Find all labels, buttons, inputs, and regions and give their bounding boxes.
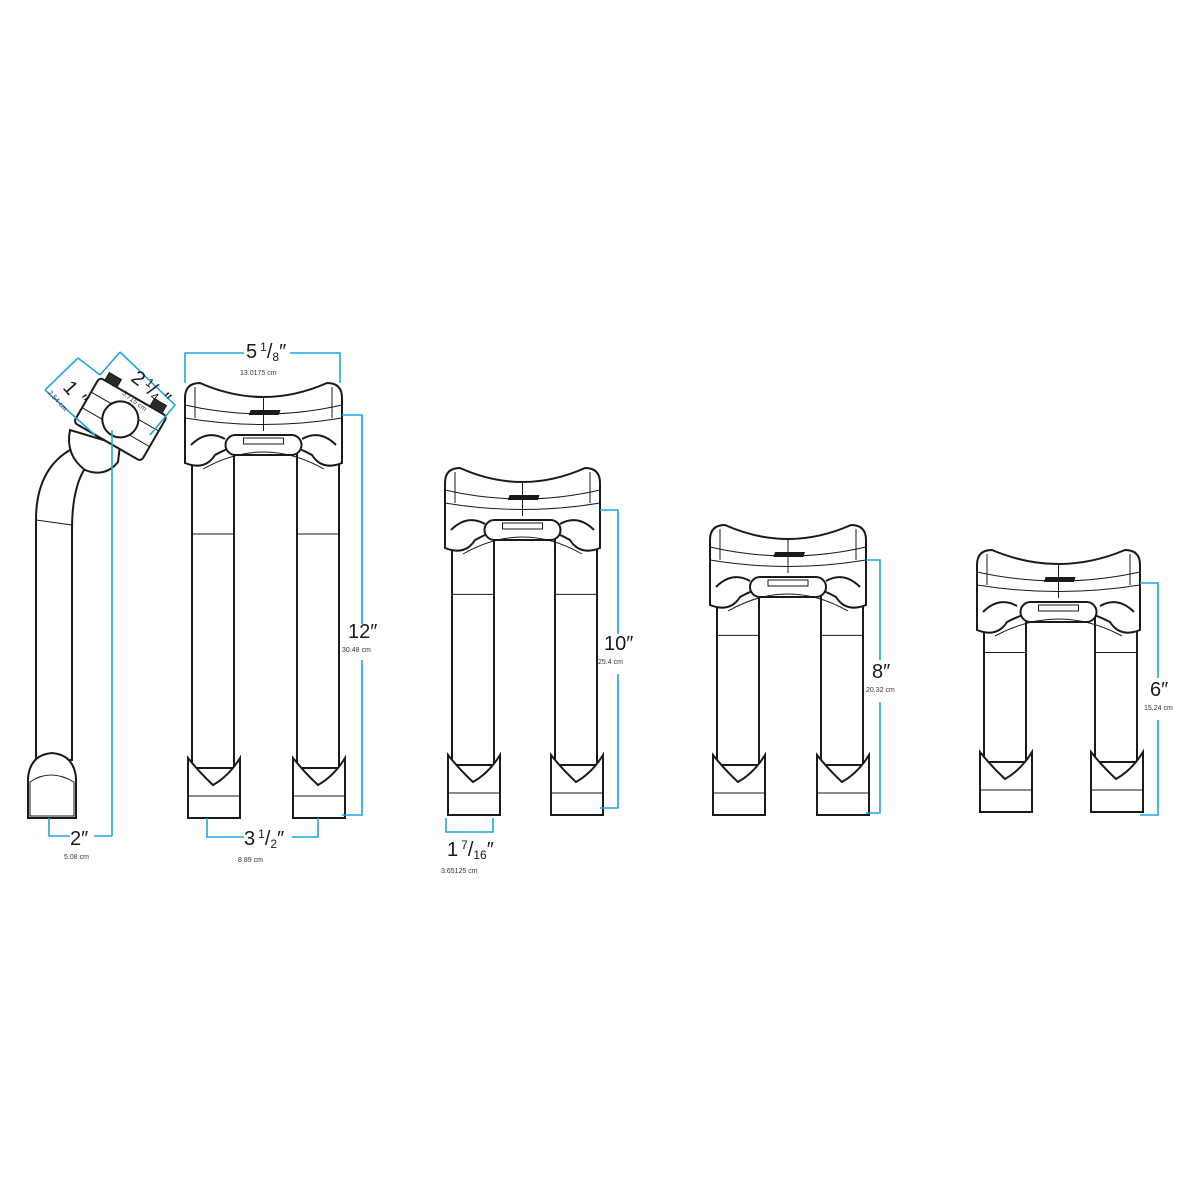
dim-unit: ″ <box>81 828 88 850</box>
dim-den: 8 <box>272 350 279 364</box>
dim-den: 2 <box>270 837 277 851</box>
riser-foot <box>187 754 241 819</box>
riser-foot <box>979 748 1033 813</box>
brand-logo <box>507 495 540 500</box>
riser-10in <box>444 466 604 816</box>
dim-value: 2 <box>70 828 81 850</box>
dim-num: 7 <box>461 838 468 852</box>
svg-text:8″: 8″ <box>872 661 890 683</box>
dim-den: 16 <box>473 848 487 862</box>
side-clamp <box>74 371 168 461</box>
svg-text:2″: 2″ <box>70 828 88 850</box>
label-height-6: 6″ 15.24 cm <box>1144 679 1173 712</box>
dim-value: 1 <box>58 377 82 400</box>
dim-num: 1 <box>258 827 265 841</box>
svg-text:10″: 10″ <box>604 633 633 655</box>
riser-top-clamp <box>184 381 343 470</box>
svg-text:6″: 6″ <box>1150 679 1168 701</box>
riser-post <box>451 527 495 766</box>
riser-post <box>296 442 340 769</box>
riser-post <box>716 584 760 766</box>
svg-text:31/2″: 31/2″ <box>244 827 284 851</box>
dim-cm: 8.89 cm <box>238 857 263 864</box>
riser-top-clamp <box>444 466 601 555</box>
riser-foot <box>292 754 346 819</box>
riser-foot <box>447 751 501 816</box>
dim-unit: ″ <box>1161 679 1168 701</box>
dim-cm: 25.4 cm <box>598 659 623 666</box>
riser-top-clamp <box>709 523 867 612</box>
riser-foot <box>550 751 604 816</box>
dim-value: 1 <box>447 839 458 861</box>
brand-logo <box>248 410 281 415</box>
dim-value: 8 <box>872 661 883 683</box>
riser-foot <box>712 751 766 816</box>
riser-post <box>983 609 1027 763</box>
side-view-riser <box>27 371 168 836</box>
riser-post <box>1094 609 1138 763</box>
svg-text:51/8″: 51/8″ <box>246 340 286 364</box>
brand-logo <box>773 552 806 557</box>
dim-unit: ″ <box>277 828 284 850</box>
dim-num: 1 <box>260 340 267 354</box>
dim-value: 5 <box>246 341 257 363</box>
riser-post <box>191 442 235 769</box>
label-height-10: 10″25.4 cm <box>598 633 633 666</box>
label-height-12: 12″ 30.48 cm <box>342 621 377 654</box>
dim-value: 6 <box>1150 679 1161 701</box>
dim-value: 10 <box>604 633 626 655</box>
dim-unit: ″ <box>487 839 494 861</box>
dim-cm: 13.0175 cm <box>240 370 277 377</box>
svg-text:12″: 12″ <box>348 621 377 643</box>
dimension-lines <box>44 351 1159 838</box>
dim-cm: 5.08 cm <box>64 854 89 861</box>
riser-foot <box>816 751 870 816</box>
dim-value: 12 <box>348 621 370 643</box>
riser-post <box>820 584 864 766</box>
riser-6in <box>976 548 1144 813</box>
dim-cm: 30.48 cm <box>342 647 371 654</box>
dim-unit: ″ <box>626 633 633 655</box>
svg-text:17/16″: 17/16″ <box>447 838 494 862</box>
dim-unit: ″ <box>279 341 286 363</box>
riser-top-clamp <box>976 548 1141 637</box>
riser-post <box>554 527 598 766</box>
riser-12in <box>184 381 346 819</box>
label-pullback: 2″ 5.08 cm <box>64 828 89 861</box>
dim-cm: 20.32 cm <box>866 687 895 694</box>
label-height-8: 8″ 20.32 cm <box>866 661 895 694</box>
dim-value: 3 <box>244 828 255 850</box>
dim-cm: 3.65125 cm <box>441 868 478 875</box>
dim-unit: ″ <box>370 621 377 643</box>
dim-cm: 15.24 cm <box>1144 705 1173 712</box>
dim-unit: ″ <box>883 661 890 683</box>
brand-logo <box>1043 577 1076 582</box>
riser-foot <box>1090 748 1144 813</box>
riser-8in <box>709 523 870 816</box>
